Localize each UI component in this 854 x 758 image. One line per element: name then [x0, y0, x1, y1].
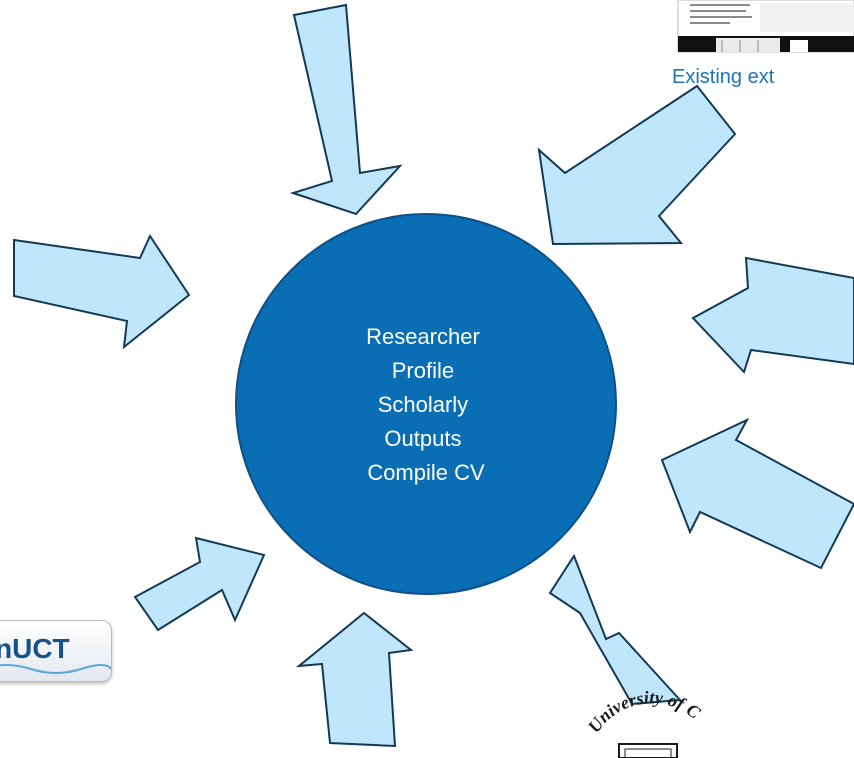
open-uct-logo: nUCT: [0, 620, 112, 682]
open-uct-logo-text: nUCT: [0, 633, 70, 664]
arrow-bottom-right: [548, 553, 683, 706]
hub-line-3: Scholarly: [378, 392, 468, 417]
hub-line-5: Compile CV: [367, 460, 485, 485]
hub-line-1: Researcher: [366, 324, 480, 349]
hub-label: Researcher Profile Scholarly Outputs Com…: [366, 324, 486, 485]
arrow-lower-left: [133, 536, 266, 632]
hub-circle: [235, 213, 617, 595]
arrow-left: [13, 233, 191, 350]
hub-line-4: Outputs: [384, 426, 461, 451]
existing-external-caption: Existing ext: [672, 66, 775, 88]
arrow-lower-right: [660, 417, 854, 570]
logo-wave-icon: [0, 664, 111, 674]
hub-line-2: Profile: [392, 358, 454, 383]
external-document-thumbnail: [677, 0, 854, 53]
arrow-top-right: [537, 84, 737, 246]
arrow-right: [691, 256, 854, 374]
arrow-bottom: [295, 611, 414, 748]
arrow-top: [289, 3, 403, 216]
